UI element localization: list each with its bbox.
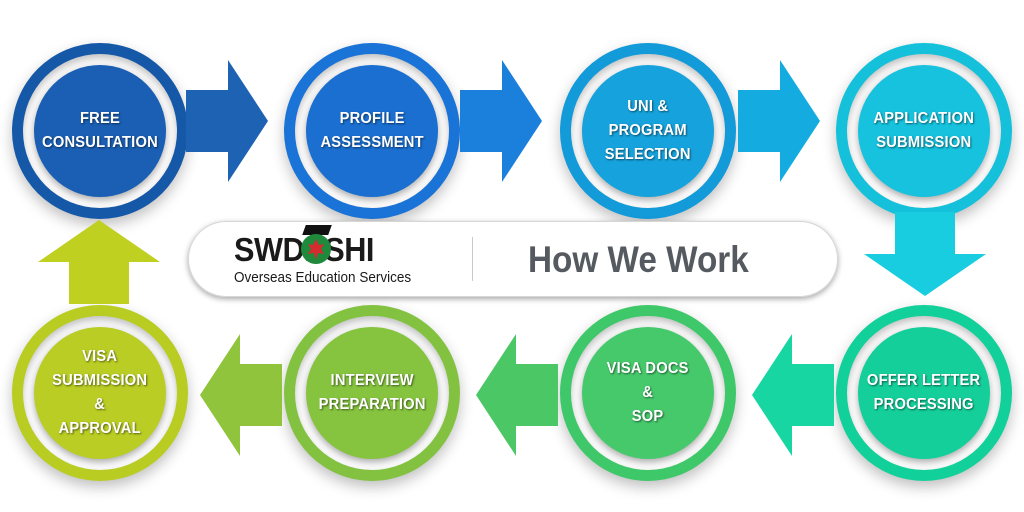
step-label: OFFER LETTER PROCESSING <box>867 372 981 413</box>
company-logo: SWDESHI Overseas Education Services <box>234 225 444 291</box>
step-visa-docs-sop: VISA DOCS & SOP <box>560 305 736 481</box>
step-visa-submission-approval: VISA SUBMISSION & APPROVAL <box>12 305 188 481</box>
globe-maple-leaf-icon <box>301 234 331 264</box>
logo-subtitle: Overseas Education Services <box>234 269 412 286</box>
arrow-right-icon <box>186 60 268 182</box>
step-label: PROFILE ASSESSMENT <box>320 110 424 151</box>
arrow-right-icon <box>738 60 820 182</box>
step-label: APPLICATION SUBMISSION <box>873 110 975 151</box>
step-core: UNI & PROGRAM SELECTION <box>582 65 714 197</box>
banner-divider <box>472 237 473 281</box>
step-application-submission: APPLICATION SUBMISSION <box>836 43 1012 219</box>
arrow-left-icon <box>752 334 834 456</box>
step-label: INTERVIEW PREPARATION <box>318 372 426 413</box>
step-label: VISA SUBMISSION & APPROVAL <box>52 348 148 437</box>
arrow-left-icon <box>200 334 282 456</box>
step-offer-letter-processing: OFFER LETTER PROCESSING <box>836 305 1012 481</box>
step-uni-program-selection: UNI & PROGRAM SELECTION <box>560 43 736 219</box>
banner-tagline: How We Work <box>528 239 749 280</box>
step-core: VISA DOCS & SOP <box>582 327 714 459</box>
step-core: APPLICATION SUBMISSION <box>858 65 990 197</box>
step-core: OFFER LETTER PROCESSING <box>858 327 990 459</box>
step-profile-assessment: PROFILE ASSESSMENT <box>284 43 460 219</box>
step-label: FREE CONSULTATION <box>42 110 158 151</box>
step-label: UNI & PROGRAM SELECTION <box>605 98 691 163</box>
step-core: PROFILE ASSESSMENT <box>306 65 438 197</box>
step-label: VISA DOCS & SOP <box>606 360 690 425</box>
step-core: INTERVIEW PREPARATION <box>306 327 438 459</box>
arrow-left-icon <box>476 334 558 456</box>
center-banner: SWDESHI Overseas Education Services How … <box>188 221 838 297</box>
arrow-down-icon <box>864 212 986 296</box>
arrow-right-icon <box>460 60 542 182</box>
step-free-consultation: FREE CONSULTATION <box>12 43 188 219</box>
step-core: VISA SUBMISSION & APPROVAL <box>34 327 166 459</box>
step-interview-preparation: INTERVIEW PREPARATION <box>284 305 460 481</box>
arrow-up-icon <box>38 220 160 304</box>
step-core: FREE CONSULTATION <box>34 65 166 197</box>
